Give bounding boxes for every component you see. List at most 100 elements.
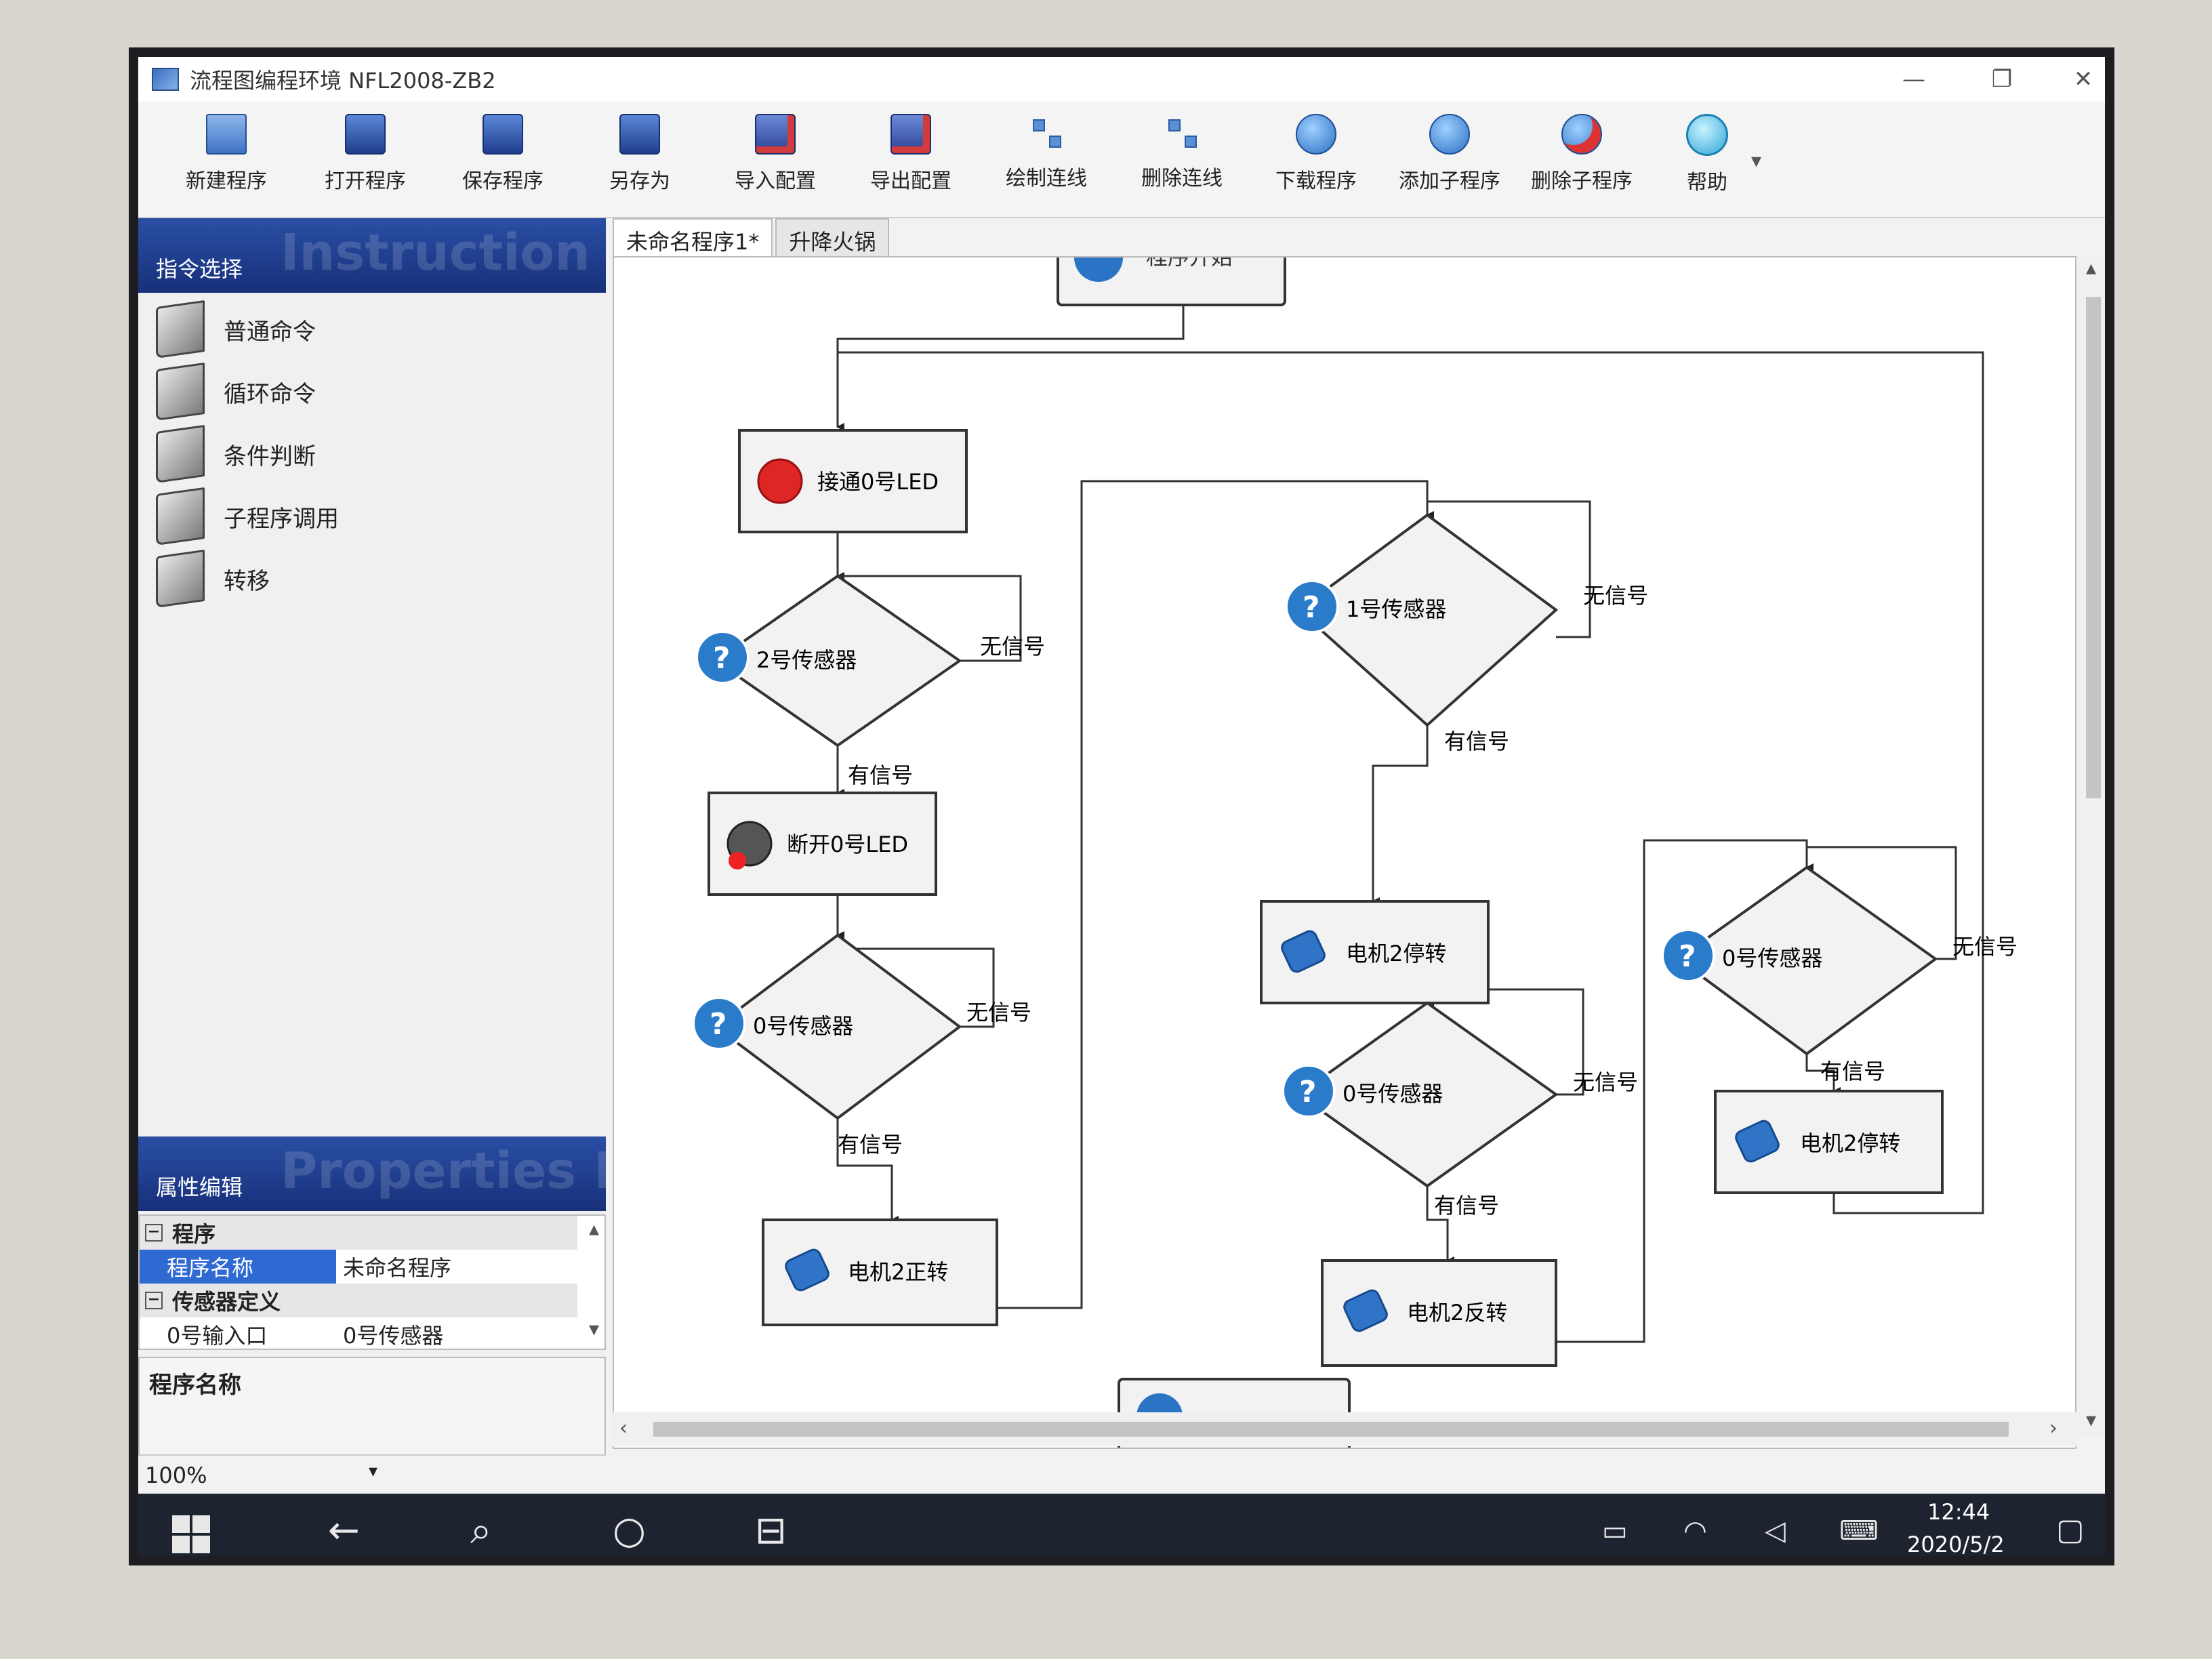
battery-icon[interactable]: ▭ (1602, 1515, 1628, 1547)
zoom-level[interactable]: 100% (145, 1462, 207, 1488)
search-icon[interactable]: ⌕ (470, 1509, 492, 1553)
instruction-subroutine[interactable]: 子程序调用 (156, 487, 339, 546)
scroll-down-icon[interactable]: ▾ (2086, 1408, 2097, 1432)
book-icon (156, 362, 205, 422)
keyboard-icon[interactable]: ⌨ (1839, 1515, 1879, 1547)
svg-text:无信号: 无信号 (980, 634, 1045, 659)
add-subprogram-icon (1429, 114, 1470, 155)
restore-button[interactable]: ❐ (1991, 66, 2013, 93)
clock-date[interactable]: 2020/5/2 (1907, 1532, 2005, 1557)
start-node[interactable]: 程序开始 (1057, 258, 1286, 306)
new-program-button[interactable]: 新建程序 (165, 114, 287, 209)
delete-subprogram-button[interactable]: 删除子程序 (1521, 114, 1643, 209)
collapse-icon[interactable]: − (145, 1224, 163, 1242)
instruction-condition[interactable]: 条件判断 (156, 424, 316, 484)
collapse-icon[interactable]: − (145, 1292, 163, 1309)
add-subprogram-button[interactable]: 添加子程序 (1389, 114, 1511, 209)
svg-text:无信号: 无信号 (1573, 1069, 1638, 1095)
svg-text:?: ? (1299, 1075, 1317, 1109)
cortana-icon[interactable]: ○ (613, 1509, 646, 1553)
led-red-icon (757, 458, 803, 504)
draw-link-button[interactable]: 绘制连线 (985, 114, 1107, 209)
node-sensor1-decision[interactable]: ? 1号传感器 无信号 有信号 (1285, 513, 1648, 754)
instruction-jump[interactable]: 转移 (156, 549, 270, 609)
node-sensor0-decision-c[interactable]: ? 0号传感器 无信号 有信号 (1661, 865, 2018, 1084)
instruction-loop[interactable]: 循环命令 (156, 362, 316, 422)
svg-text:有信号: 有信号 (838, 1132, 903, 1158)
svg-text:有信号: 有信号 (1444, 729, 1509, 754)
svg-text:无信号: 无信号 (1583, 583, 1648, 609)
back-icon[interactable]: ← (328, 1509, 360, 1553)
minimize-button[interactable]: — (1902, 66, 1925, 93)
question-icon (1285, 579, 1339, 634)
question-icon (1282, 1064, 1336, 1118)
scroll-up-icon[interactable]: ▴ (2086, 256, 2097, 280)
wifi-icon[interactable]: ◠ (1683, 1515, 1707, 1547)
import-config-button[interactable]: 导入配置 (714, 114, 836, 209)
node-motor2-stop-a[interactable]: 电机2停转 (1260, 900, 1490, 1004)
property-description: 程序名称 (138, 1357, 606, 1465)
help-button[interactable]: 帮助 (1646, 114, 1768, 209)
scroll-left-icon[interactable]: ‹ (619, 1416, 628, 1440)
open-program-button[interactable]: 打开程序 (304, 114, 426, 209)
question-icon (695, 630, 750, 684)
help-icon (1686, 114, 1728, 156)
svg-text:无信号: 无信号 (966, 1000, 1031, 1025)
save-program-button[interactable]: 保存程序 (442, 114, 564, 209)
node-sensor2-decision[interactable]: ? 2号传感器 无信号 有信号 (695, 574, 1045, 788)
node-motor2-stop-b[interactable]: 电机2停转 (1714, 1090, 1944, 1194)
instruction-list: 普通命令 循环命令 条件判断 子程序调用 转移 (138, 293, 606, 1106)
svg-text:?: ? (710, 1007, 727, 1042)
task-view-icon[interactable]: ⊟ (755, 1509, 787, 1553)
svg-text:有信号: 有信号 (848, 762, 913, 788)
volume-icon[interactable]: ◁ (1765, 1515, 1786, 1547)
tab-untitled-program[interactable]: 未命名程序1* (613, 218, 773, 256)
horizontal-scrollbar[interactable]: ‹ › (613, 1412, 2076, 1446)
taskbar: ← ⌕ ○ ⊟ ▭ ◠ ◁ ⌨ 12:44 2020/5/2 ▢ (138, 1494, 2105, 1557)
download-program-button[interactable]: 下载程序 (1255, 114, 1377, 209)
property-category-program[interactable]: − 程序 (140, 1216, 577, 1250)
svg-text:0号传感器: 0号传感器 (1722, 945, 1822, 971)
open-program-icon (345, 114, 386, 155)
node-led-on[interactable]: 接通0号LED (738, 429, 968, 533)
scroll-down-icon[interactable]: ▾ (588, 1317, 599, 1341)
node-led-off[interactable]: 断开0号LED (708, 792, 937, 896)
draw-link-icon (1027, 114, 1065, 152)
node-sensor0-decision-a[interactable]: ? 0号传感器 无信号 有信号 (692, 933, 1031, 1158)
export-config-icon (890, 114, 931, 155)
notification-icon[interactable]: ▢ (2056, 1513, 2085, 1547)
windows-start-icon[interactable] (172, 1515, 210, 1553)
horizontal-scroll-thumb[interactable] (653, 1422, 2009, 1437)
close-button[interactable]: ✕ (2073, 66, 2093, 93)
scroll-up-icon[interactable]: ▴ (588, 1217, 599, 1241)
motor-icon (785, 1248, 830, 1292)
vertical-scrollbar[interactable]: ▴ ▾ (2076, 256, 2105, 1435)
flowchart: 程序开始 接通0号LED ? 2号传感器 无信号 有信号 (692, 258, 2018, 1448)
svg-text:有信号: 有信号 (1434, 1193, 1499, 1218)
vertical-scroll-thumb[interactable] (2086, 297, 2101, 798)
instruction-normal[interactable]: 普通命令 (156, 300, 316, 359)
node-motor2-reverse[interactable]: 电机2反转 (1321, 1259, 1557, 1367)
new-program-icon (206, 114, 247, 155)
svg-text:电机2反转: 电机2反转 (1407, 1300, 1507, 1326)
motor-icon (1735, 1120, 1780, 1163)
property-row-program-name[interactable]: 程序名称 未命名程序 (140, 1250, 577, 1284)
clock-time[interactable]: 12:44 (1927, 1499, 1990, 1525)
toolbar-overflow-icon[interactable]: ▾ (1751, 149, 1762, 173)
save-as-button[interactable]: 另存为 (579, 114, 701, 209)
svg-text:?: ? (1679, 939, 1696, 974)
delete-link-button[interactable]: 删除连线 (1121, 114, 1243, 209)
flowchart-canvas[interactable]: 程序开始 接通0号LED ? 2号传感器 无信号 有信号 (613, 256, 2076, 1449)
node-motor2-forward[interactable]: 电机2正转 (762, 1218, 998, 1326)
export-config-button[interactable]: 导出配置 (850, 114, 972, 209)
scroll-right-icon[interactable]: › (2049, 1416, 2057, 1440)
import-config-icon (755, 114, 796, 155)
node-sensor0-decision-b[interactable]: ? 0号传感器 无信号 有信号 (1282, 1001, 1638, 1218)
property-row-input0[interactable]: 0号输入口 0号传感器 (167, 1323, 444, 1349)
property-category-sensors[interactable]: − 传感器定义 (140, 1284, 577, 1317)
instruction-panel-header: Instruction Selector 指令选择 (138, 218, 606, 293)
tab-hotpot-lift[interactable]: 升降火锅 (775, 218, 890, 256)
property-grid: − 程序 程序名称 未命名程序 − 传感器定义 0号输入口 0号传感器 ▴ ▾ (138, 1214, 606, 1350)
zoom-dropdown-icon[interactable]: ▾ (369, 1461, 378, 1481)
title-bar: 流程图编程环境 NFL2008-ZB2 — ❐ ✕ (138, 57, 2105, 102)
